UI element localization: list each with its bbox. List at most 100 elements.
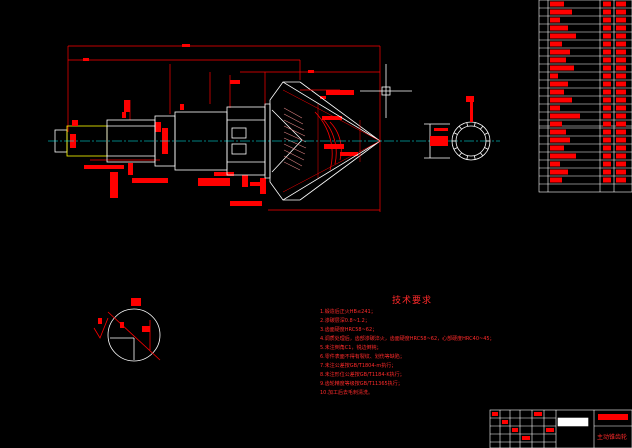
parameter-unit-mark: [616, 97, 626, 103]
parameter-value-mark: [603, 153, 611, 159]
spline-tooth: [473, 155, 476, 160]
parameter-name-mark: [550, 57, 566, 63]
parameter-name-mark: [550, 97, 572, 103]
tech-requirement-item: 6.零件表面不得有裂纹、划伤等缺陷；: [320, 354, 405, 360]
parameter-unit-mark: [616, 169, 626, 175]
parameter-value-mark: [603, 49, 611, 55]
detail-view: [107, 308, 161, 362]
parameter-unit-mark: [616, 41, 626, 47]
tech-requirements-title: 技术要求: [392, 296, 433, 306]
parameter-name-mark: [550, 81, 568, 87]
parameter-value-mark: [603, 121, 611, 127]
parameter-unit-mark: [616, 153, 626, 159]
gear-hatch: [283, 107, 307, 171]
parameter-name-mark: [550, 113, 580, 119]
roughness-symbol-icon: [93, 317, 109, 339]
parameter-value-mark: [603, 177, 611, 183]
parameter-unit-mark: [616, 161, 626, 167]
section-dims: [430, 96, 474, 146]
tech-requirement-item: 10.加工后去毛刺清洗。: [320, 390, 373, 396]
parameter-value-mark: [603, 57, 611, 63]
spline-tooth: [453, 132, 458, 135]
parameter-unit-mark: [616, 25, 626, 31]
parameter-unit-mark: [616, 17, 626, 23]
parameter-unit-mark: [616, 129, 626, 135]
parameter-table-values: [550, 1, 626, 183]
tech-requirement-item: 4.调质处理后，齿部渗碳淬火，齿面硬度HRC58~62，心部硬度HRC40~45…: [320, 336, 495, 342]
parameter-unit-mark: [616, 113, 626, 119]
parameter-name-mark: [550, 161, 560, 167]
parameter-name-mark: [550, 89, 564, 95]
bevel-gear-head: [269, 81, 381, 201]
parameter-name-mark: [550, 153, 576, 159]
parameter-name-mark: [550, 73, 558, 79]
crosshair-cursor-icon: [360, 64, 412, 118]
spline-tooth: [480, 125, 484, 130]
spline-tooth: [453, 147, 458, 150]
parameter-value-mark: [603, 33, 611, 39]
spline-tooth: [466, 122, 469, 127]
parameter-unit-mark: [616, 73, 626, 79]
spline-tooth: [484, 132, 489, 135]
spline-tooth: [484, 147, 489, 150]
parameter-value-mark: [603, 161, 611, 167]
drawing-name: 主动锥齿轮: [597, 434, 628, 441]
parameter-value-mark: [603, 1, 611, 7]
parameter-name-mark: [550, 145, 564, 151]
parameter-name-mark: [550, 33, 576, 39]
shaft-detail-marks: [70, 112, 168, 154]
title-block: [489, 409, 632, 448]
tech-requirement-item: 9.齿轮精度等级按GB/T11365执行；: [320, 381, 403, 387]
parameter-unit-mark: [616, 137, 626, 143]
spline-tooth: [458, 152, 462, 157]
parameter-name-mark: [550, 177, 562, 183]
parameter-value-mark: [603, 9, 611, 15]
parameter-name-mark: [550, 129, 566, 135]
title-block-marks: [492, 412, 628, 440]
parameter-value-mark: [603, 129, 611, 135]
parameter-unit-mark: [616, 1, 626, 7]
parameter-name-mark: [550, 137, 570, 143]
parameter-value-mark: [603, 113, 611, 119]
parameter-unit-mark: [616, 105, 626, 111]
parameter-name-mark: [550, 17, 560, 23]
parameter-value-mark: [603, 105, 611, 111]
parameter-value-mark: [603, 169, 611, 175]
parameter-value-mark: [603, 73, 611, 79]
tech-requirement-item: 7.未注公差按GB/T1804-m执行；: [320, 363, 397, 369]
tech-requirements-list: 1.锻造后正火HB≤241； 2.渗碳层深0.8~1.2； 3.齿面硬度HRC5…: [320, 308, 590, 398]
parameter-unit-mark: [616, 145, 626, 151]
tech-requirement-item: 1.锻造后正火HB≤241；: [320, 309, 376, 315]
tech-requirement-item: 5.未注倒角C1，锐边倒钝；: [320, 345, 382, 351]
parameter-name-mark: [550, 25, 568, 31]
parameter-name-mark: [550, 169, 568, 175]
parameter-name-mark: [550, 41, 562, 47]
parameter-unit-mark: [616, 65, 626, 71]
spline-tooth: [473, 122, 476, 127]
parameter-unit-mark: [616, 81, 626, 87]
spline-teeth: [452, 122, 490, 160]
parameter-value-mark: [603, 65, 611, 71]
detail-marks: [98, 298, 150, 332]
parameter-name-mark: [550, 105, 560, 111]
parameter-value-mark: [603, 137, 611, 143]
parameter-value-mark: [603, 145, 611, 151]
tech-requirement-item: 3.齿面硬度HRC58~62；: [320, 327, 378, 333]
parameter-table: [538, 0, 632, 193]
tech-requirement-item: 8.未注形位公差按GB/T1184-K执行；: [320, 372, 405, 378]
parameter-name-mark: [550, 65, 574, 71]
spline-tooth: [458, 125, 462, 130]
parameter-unit-mark: [616, 57, 626, 63]
parameter-unit-mark: [616, 49, 626, 55]
parameter-unit-mark: [616, 89, 626, 95]
parameter-unit-mark: [616, 177, 626, 183]
parameter-name-mark: [550, 9, 572, 15]
parameter-name-mark: [550, 49, 570, 55]
parameter-unit-mark: [616, 9, 626, 15]
pitch-cone-arcs: [300, 89, 342, 171]
parameter-unit-mark: [616, 121, 626, 127]
parameter-value-mark: [603, 25, 611, 31]
parameter-value-mark: [603, 97, 611, 103]
